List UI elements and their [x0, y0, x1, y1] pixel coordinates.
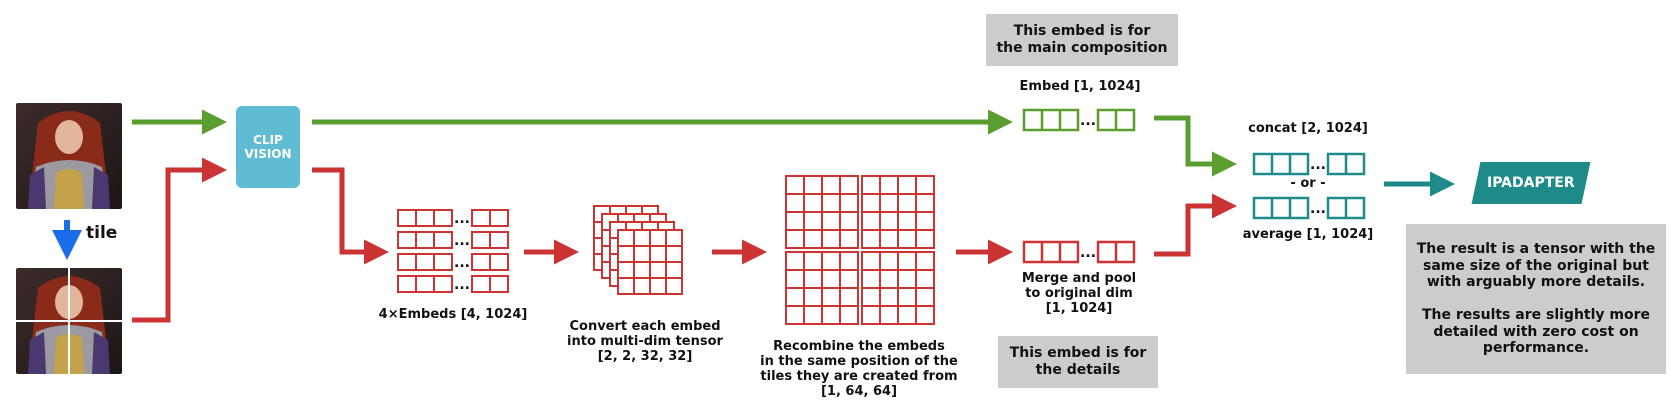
recombine-block [785, 175, 859, 249]
arrow-clip-to-4embeds [312, 167, 389, 265]
embed-main-dots: ... [1080, 113, 1096, 129]
source-image [16, 103, 122, 209]
note-result: The result is a tensor with the same siz… [1406, 224, 1666, 374]
concat-row-dots: ... [1310, 157, 1326, 173]
recombine-grid [785, 175, 935, 325]
note-details: This embed is for the details [998, 336, 1158, 388]
dots-row-4: ... [454, 277, 470, 293]
recombine-block [861, 175, 935, 249]
four-embeds-label: 4×Embeds [4, 1024] [378, 307, 528, 322]
embed-main-row [1022, 108, 1136, 132]
concat-label: concat [2, 1024] [1248, 121, 1368, 136]
arrow-embed-to-concat [1154, 115, 1237, 177]
merge-pool-label: Merge and pool to original dim [1, 1024] [1021, 271, 1137, 316]
ipadapter-box: IPADAPTER [1471, 162, 1591, 204]
recombine-label: Recombine the embeds in the same positio… [760, 339, 958, 399]
recombine-block [861, 251, 935, 325]
convert-label: Convert each embed into multi-dim tensor… [567, 319, 723, 364]
arrow-merge-to-average [1154, 193, 1237, 257]
or-label: - or - [1290, 176, 1326, 191]
dots-row-1: ... [454, 211, 470, 227]
dots-row-3: ... [454, 255, 470, 271]
clip-vision-box: CLIP VISION [236, 106, 300, 188]
tiled-image [16, 268, 122, 374]
average-row [1252, 196, 1366, 220]
tile-label: tile [86, 223, 118, 243]
merge-row-dots: ... [1080, 245, 1096, 261]
dots-row-2: ... [454, 233, 470, 249]
recombine-block [785, 251, 859, 325]
average-row-dots: ... [1310, 201, 1326, 217]
tensor-layer [617, 229, 683, 295]
note-main-composition: This embed is for the main composition [986, 14, 1178, 66]
tensor-stack [593, 205, 683, 295]
arrow-tiles-to-clip [132, 157, 227, 323]
average-label: average [1, 1024] [1242, 227, 1374, 242]
embed-main-label: Embed [1, 1024] [1019, 79, 1141, 94]
four-embeds-grid [397, 209, 509, 293]
merge-row [1022, 240, 1136, 264]
ipadapter-label: IPADAPTER [1487, 175, 1575, 191]
concat-row [1252, 152, 1366, 176]
